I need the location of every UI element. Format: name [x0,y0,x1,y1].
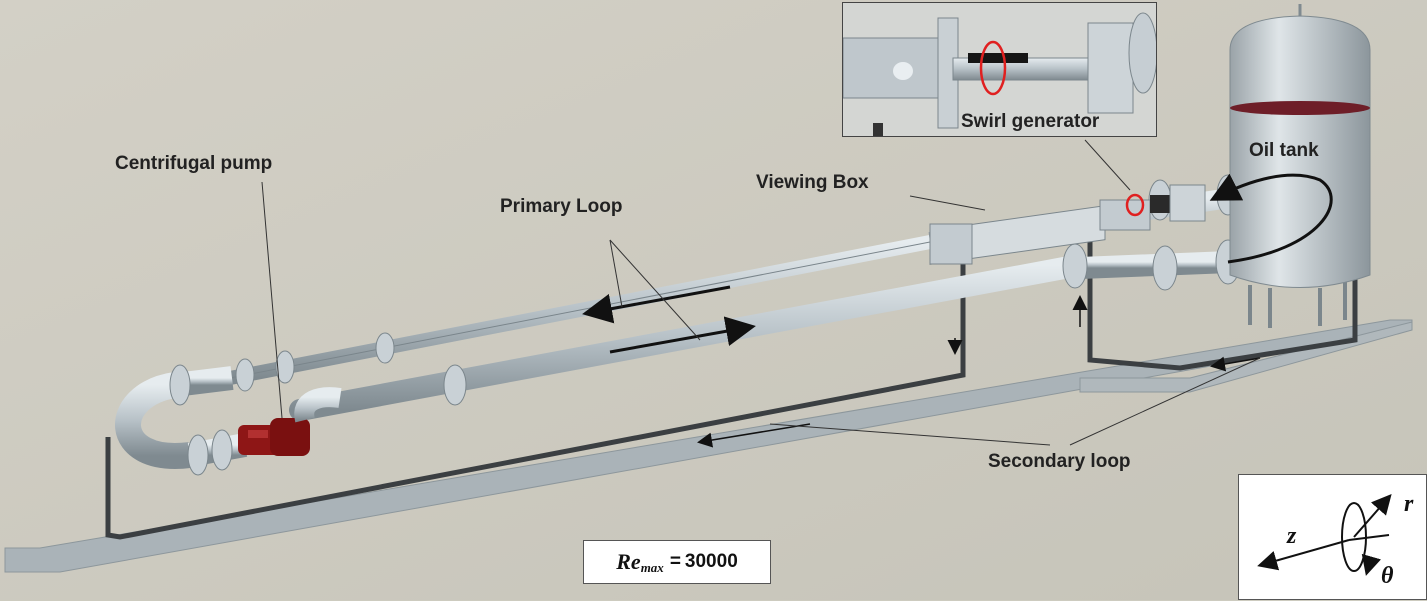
primary-loop-label: Primary Loop [500,196,623,217]
viewing-box-label: Viewing Box [756,172,869,193]
swirl-generator-label: Swirl generator [961,111,1100,132]
pipe-flanges [235,174,1241,406]
secondary-loop-tube-main [105,262,966,540]
u-bend-flanges [169,364,233,476]
coordinate-axes-box: z r θ [1238,474,1427,600]
tank-flow-arrow [1209,173,1333,264]
theta-arrow [1361,553,1382,576]
z-axis-arrow [1257,539,1350,571]
u-bend-pipe [115,372,192,469]
secondary-loop-tube-tank [1087,240,1358,371]
centrifugal-pump-label: Centrifugal pump [115,153,273,174]
swirl-generator-inset: Swirl generator [842,2,1157,137]
swirl-rotation-icon [979,40,1007,96]
z-axis-label: z [1287,523,1297,549]
reynolds-value: 30000 [684,551,738,572]
primary-flow-arrow-upper [582,285,731,324]
r-axis-label: r [1404,491,1414,517]
pump-inlet-pipe [294,387,342,423]
oil-tank-label: Oil tank [1249,140,1319,161]
oil-level [1230,101,1370,115]
theta-circle [1341,502,1367,572]
viewing-box [929,205,1106,265]
swirl-generator-assembly [1099,184,1206,231]
secondary-loop-label: Secondary loop [988,451,1131,472]
reynolds-subscript: max [640,560,664,575]
centrifugal-pump [238,418,310,456]
theta-axis-label: θ [1381,563,1394,589]
primary-flow-arrow-lower [609,316,756,354]
coordinate-axes-drawing [1257,493,1392,576]
axis-line [1348,534,1390,541]
secondary-flow-arrow-tank [1210,356,1261,372]
reynolds-symbol: Re [616,549,641,574]
pipe-edge [229,241,931,379]
reynolds-number-box: Re max = 30000 [583,540,771,584]
r-axis-arrow [1353,493,1392,538]
reynolds-equals: = [669,551,681,572]
inset-drawing [843,3,1156,136]
secondary-flow-arrow-floor [697,423,811,448]
leader-lines [261,139,1261,446]
floor-plate-tank [1079,321,1413,393]
oil-tank [1229,4,1371,328]
